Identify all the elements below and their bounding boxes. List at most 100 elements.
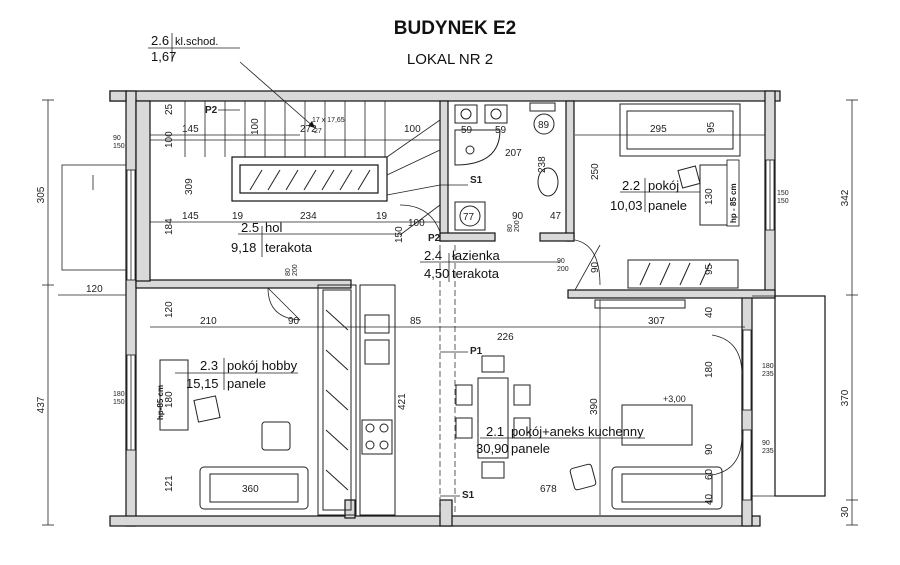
inner-walls: [135, 100, 776, 527]
dim-90c: 90: [288, 316, 300, 327]
doors: [267, 204, 743, 476]
wardrobe: [627, 259, 739, 289]
dim-360: 360: [242, 484, 259, 495]
wall-bath-bottom-b: [539, 232, 575, 242]
opening-lh-a: 180: [113, 391, 125, 398]
dim-100-stair: 100: [164, 131, 175, 148]
room-2-2-id: 2.2: [622, 178, 640, 193]
tv-unit: [594, 299, 686, 309]
wall-hall-bath: [439, 100, 449, 242]
room-2-3-floor: panele: [227, 376, 266, 391]
room-2-2-area: 10,03: [610, 198, 643, 213]
opening-door-c: 90: [557, 258, 565, 265]
marker-p2-bath: P2: [428, 233, 441, 244]
armchair: [569, 463, 597, 491]
dim-59b: 59: [495, 125, 507, 136]
dining-chair: [481, 461, 505, 479]
room-2-1-area: 30,90: [476, 441, 509, 456]
dim-234: 234: [300, 211, 317, 222]
marker-s1-bottom: S1: [462, 490, 475, 501]
marker-p1: P1: [470, 346, 483, 357]
dim-145a: 145: [182, 124, 199, 135]
dim-250: 250: [590, 163, 601, 180]
opening-r2-b: 235: [762, 448, 774, 455]
bathtub-corner: [454, 129, 501, 166]
dim-121: 121: [164, 475, 175, 492]
door-room22: [574, 239, 601, 286]
plan-title: BUDYNEK E2: [394, 18, 516, 39]
room-2-4-area: 4,50: [424, 266, 449, 281]
room-2-5-id: 2.5: [241, 220, 259, 235]
opening-r1-b: 235: [762, 371, 774, 378]
room-label-2-5: 2.5 hol 9,18 terakota: [231, 220, 400, 257]
chair-23: [193, 395, 221, 423]
room-2-1-id: 2.1: [486, 424, 504, 439]
room-2-5-floor: terakota: [265, 240, 313, 255]
outer-dimensions: 305 437 342 370 30 120: [36, 99, 858, 526]
dim-outer-right-top: 342: [840, 189, 851, 206]
dim-40b: 40: [704, 493, 715, 505]
room-2-2-floor: panele: [648, 198, 687, 213]
opening-left-b: 150: [113, 143, 125, 150]
stair-count: 27: [314, 128, 322, 135]
left-terrace: [61, 164, 127, 271]
marker-p2-top: P2: [205, 105, 218, 116]
window-right-mid: [742, 329, 752, 411]
dim-130: 130: [704, 188, 715, 205]
room-2-4-id: 2.4: [424, 248, 442, 263]
wall-left: [125, 90, 137, 527]
dim-120: 120: [86, 284, 103, 295]
wall-stub-b: [439, 499, 453, 527]
dim-90b: 90: [590, 261, 601, 273]
door-balcony: [711, 334, 743, 376]
dim-145b: 145: [182, 211, 199, 222]
stair-inner: [239, 164, 379, 194]
door-bath: [399, 204, 441, 233]
dim-207: 207: [505, 148, 522, 159]
pouf: [261, 421, 291, 451]
staircase: 17 x 17,65 27: [150, 61, 441, 202]
wall-left-cap: [109, 90, 127, 102]
dining-chair: [513, 384, 531, 406]
sofa-23: [199, 466, 309, 510]
room-2-5-name: hol: [265, 220, 282, 235]
room21-furniture: [359, 245, 723, 516]
dim-19b: 19: [376, 211, 388, 222]
room-2-3-name: pokój hobby: [227, 358, 298, 373]
dim-100c: 100: [408, 218, 425, 229]
opening-r1-a: 180: [762, 363, 774, 370]
dim-210: 210: [200, 316, 217, 327]
stair-landing: [231, 156, 388, 202]
dim-390: 390: [589, 398, 600, 415]
dim-outer-left-bot: 437: [36, 396, 47, 413]
room-2-1-name: pokój+aneks kuchenny: [511, 424, 644, 439]
washer: [454, 201, 486, 231]
bath-cabinet-b: [484, 104, 508, 124]
dining-chair: [455, 384, 473, 406]
door-room23: [267, 287, 301, 321]
stairwell-name: kl.schod.: [175, 36, 218, 48]
wall-stair-left: [135, 100, 151, 282]
dim-outer-right-bot: 370: [840, 389, 851, 406]
room-label-2-3: 2.3 pokój hobby 15,15 panele: [175, 358, 298, 391]
wall-room22-bottom: [567, 289, 776, 299]
dim-40a: 40: [704, 306, 715, 318]
dim-226: 226: [497, 332, 514, 343]
hp-label-left: hp-85 cm: [156, 385, 165, 420]
desk-23: [159, 359, 189, 431]
dim-421: 421: [397, 393, 408, 410]
dim-25: 25: [164, 103, 175, 115]
sofa-21: [611, 466, 723, 510]
dim-678: 678: [540, 484, 557, 495]
marker-s1-top: S1: [470, 175, 483, 186]
washbasin: [533, 113, 555, 135]
room23-furniture: [159, 284, 357, 516]
opening-door-a: 80: [285, 268, 292, 276]
balcony-outline: [774, 295, 826, 497]
dim-90d: 90: [704, 443, 715, 455]
stairwell-id: 2.6: [151, 33, 169, 48]
plan-subtitle: LOKAL NR 2: [407, 51, 493, 68]
stairwell-area: 1,67: [151, 49, 176, 64]
room-2-5-area: 9,18: [231, 240, 256, 255]
